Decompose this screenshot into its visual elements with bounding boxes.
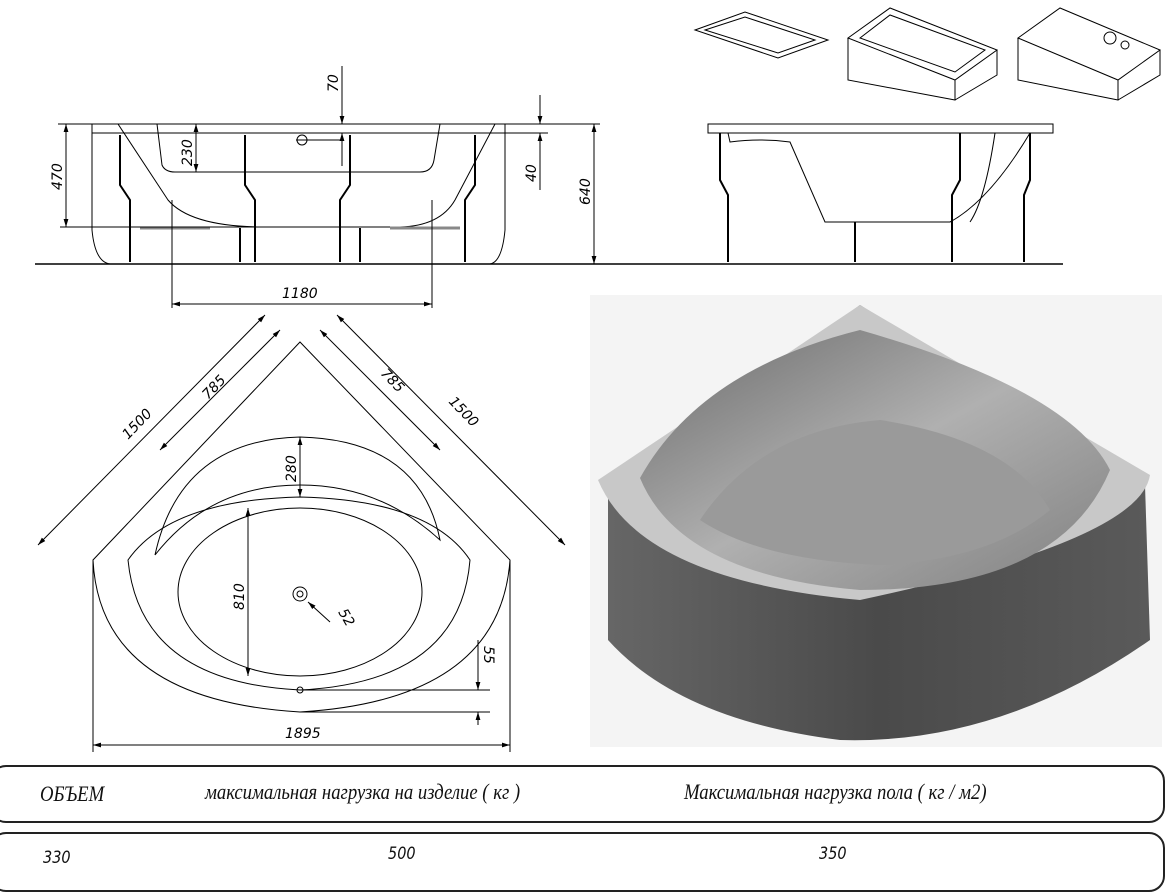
- dim-40: 40: [524, 164, 540, 182]
- bath-render: [590, 295, 1162, 747]
- value-max-load-product: 500: [388, 844, 416, 864]
- dim-470: 470: [50, 163, 66, 190]
- dim-1500-right: 1500: [445, 394, 481, 431]
- thumb-bath-only: [693, 11, 830, 59]
- dim-1180: 1180: [282, 286, 318, 302]
- plan-view: [37, 314, 566, 752]
- dim-70: 70: [326, 74, 342, 92]
- header-max-load-product: максимальная нагрузка на изделие ( кг ): [205, 779, 521, 804]
- spec-header-row: ОБЪЕМ максимальная нагрузка на изделие (…: [0, 765, 1165, 823]
- side-view: [707, 123, 1054, 262]
- dim-52: 52: [335, 606, 358, 630]
- value-max-floor-load: 350: [819, 844, 847, 864]
- thumb-bath-panel: [846, 7, 999, 101]
- header-max-floor-load: Максимальная нагрузка пола ( кг / м2): [684, 779, 987, 804]
- front-view: [35, 66, 1063, 308]
- technical-drawing: 470 230 70 40 640 1180: [35, 7, 1162, 752]
- dim-230: 230: [180, 139, 196, 166]
- dim-640: 640: [578, 178, 594, 205]
- dim-1500-left: 1500: [119, 406, 155, 443]
- variant-thumbnails: [693, 7, 1162, 101]
- thumb-bath-panel-hydro: [1016, 7, 1162, 101]
- dim-810: 810: [232, 583, 248, 610]
- spec-values-row: 330 500 350: [0, 832, 1165, 892]
- dim-55: 55: [480, 646, 496, 664]
- header-volume: ОБЪЕМ: [40, 781, 105, 806]
- value-volume: 330: [43, 848, 71, 868]
- dim-280: 280: [284, 455, 300, 482]
- dim-1895: 1895: [285, 726, 321, 742]
